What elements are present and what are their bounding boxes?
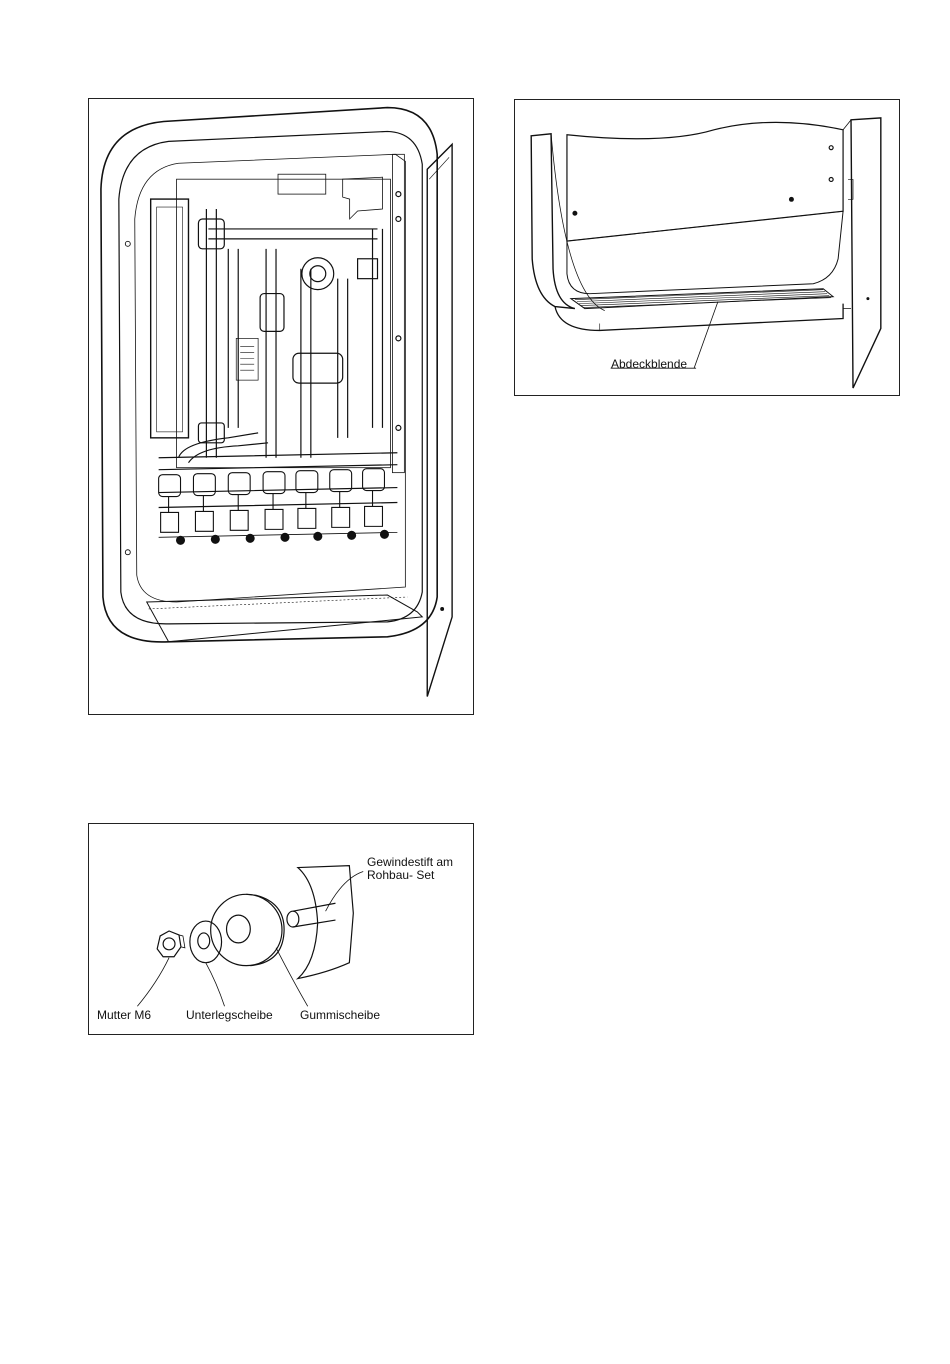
gummischeibe-label: Gummischeibe [300,1009,380,1022]
gewindestift-label-line2: Rohbau- Set [367,869,434,882]
cabinet-figure [88,98,474,715]
mounting-figure: Gewindestift am Rohbau- Set Mutter M6 Un… [88,823,474,1035]
unterlegscheibe-label: Unterlegscheibe [186,1009,273,1022]
cover-figure: Abdeckblende [514,99,900,396]
cabinet-drawing [89,99,473,714]
mutter-label: Mutter M6 [97,1009,151,1022]
abdeckblende-label: Abdeckblende [611,358,687,371]
cover-drawing [515,100,899,395]
